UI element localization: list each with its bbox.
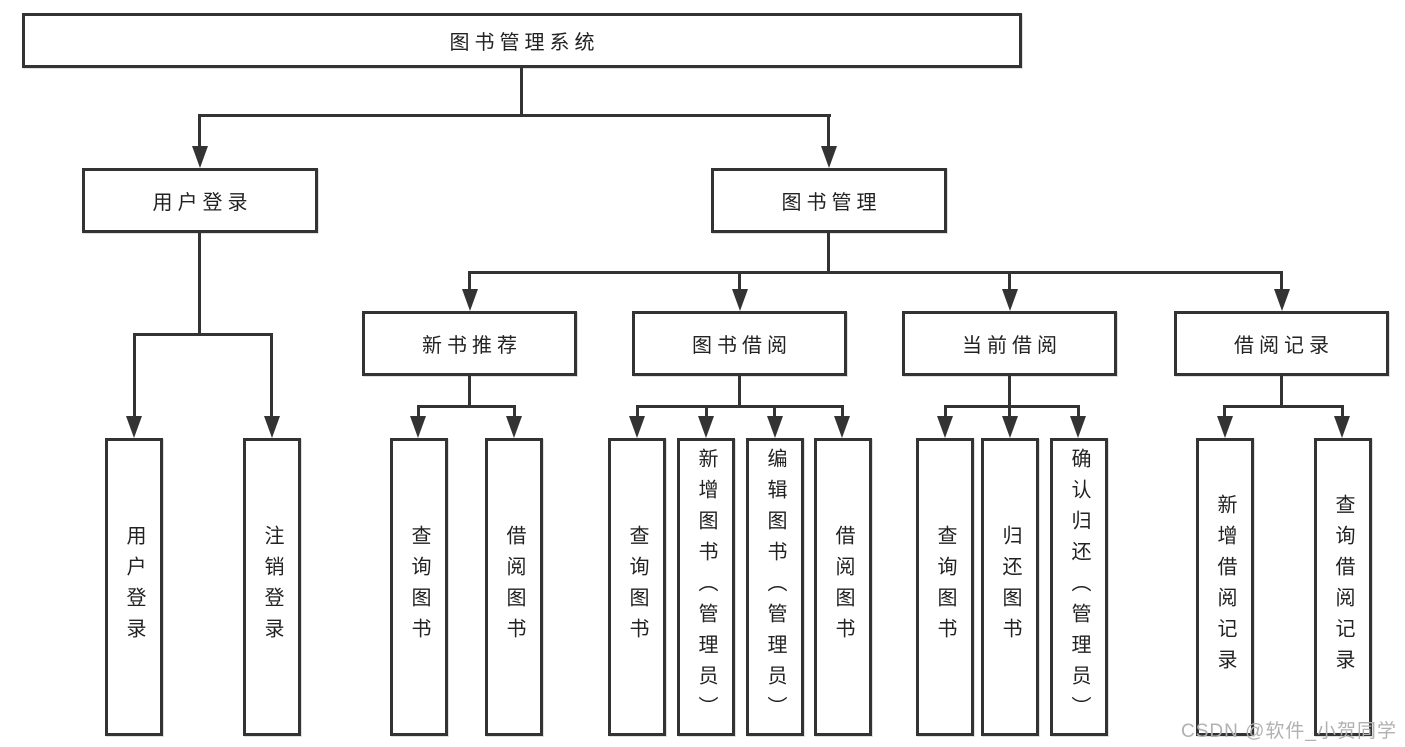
arrow-down-icon	[462, 289, 478, 311]
leaf-label: 查询借阅记录	[1332, 494, 1354, 680]
leaf-label: 查询图书	[626, 525, 648, 649]
leaf-user-login: 用户登录	[105, 438, 163, 736]
leaf-edit-books-admin: 编辑图书（管理员）	[746, 438, 804, 736]
connector-line	[417, 405, 516, 408]
connector-line	[133, 333, 136, 418]
connector-line	[1077, 405, 1080, 419]
node-user-login: 用户登录	[82, 168, 318, 233]
connector-line	[133, 333, 273, 336]
leaf-borrow-books: 借阅图书	[485, 438, 543, 736]
connector-line	[198, 114, 201, 148]
node-library-management-system: 图书管理系统	[22, 13, 1022, 68]
connector-line	[1280, 376, 1283, 407]
connector-line	[944, 405, 947, 419]
connector-line	[636, 405, 844, 408]
arrow-down-icon	[767, 416, 783, 438]
leaf-label: 注销登录	[261, 525, 283, 649]
connector-line	[1280, 271, 1283, 291]
node-new-book-recommend: 新书推荐	[362, 311, 577, 376]
arrow-down-icon	[1334, 416, 1350, 438]
connector-line	[827, 114, 830, 148]
node-label: 图书管理	[781, 192, 882, 214]
leaf-label: 用户登录	[123, 525, 145, 649]
leaf-query-books: 查询图书	[608, 438, 666, 736]
connector-line	[1223, 405, 1344, 408]
connector-line	[1223, 405, 1226, 419]
node-book-borrowing: 图书借阅	[632, 311, 847, 376]
connector-line	[705, 405, 708, 419]
arrow-down-icon	[937, 416, 953, 438]
connector-line	[773, 405, 776, 419]
leaf-add-books-admin: 新增图书（管理员）	[677, 438, 735, 736]
connector-line	[417, 405, 420, 419]
node-label: 图书借阅	[692, 335, 792, 357]
connector-line	[636, 405, 639, 419]
connector-line	[468, 271, 1283, 274]
arrow-down-icon	[192, 146, 208, 168]
leaf-query-books: 查询图书	[916, 438, 974, 736]
arrow-down-icon	[834, 416, 850, 438]
arrow-down-icon	[1002, 416, 1018, 438]
arrow-down-icon	[1070, 416, 1086, 438]
arrow-down-icon	[506, 416, 522, 438]
connector-line	[198, 233, 201, 335]
leaf-query-borrow-record: 查询借阅记录	[1314, 438, 1372, 736]
connector-line	[468, 271, 471, 291]
node-current-borrowing: 当前借阅	[902, 311, 1117, 376]
watermark-text: CSDN @软件_小贺同学	[1181, 721, 1397, 742]
leaf-borrow-books: 借阅图书	[814, 438, 872, 736]
leaf-return-books: 归还图书	[981, 438, 1039, 736]
connector-line	[468, 376, 471, 407]
leaf-query-books: 查询图书	[390, 438, 448, 736]
arrow-down-icon	[698, 416, 714, 438]
connector-line	[1341, 405, 1344, 419]
arrow-down-icon	[629, 416, 645, 438]
arrow-down-icon	[732, 289, 748, 311]
connector-line	[1008, 271, 1011, 291]
connector-line	[827, 233, 830, 274]
connector-line	[1008, 376, 1011, 407]
leaf-confirm-return-admin: 确认归还（管理员）	[1050, 438, 1108, 736]
arrow-down-icon	[264, 416, 280, 438]
connector-line	[944, 405, 1080, 408]
connector-line	[520, 68, 523, 116]
connector-line	[841, 405, 844, 419]
connector-line	[738, 271, 741, 291]
leaf-logout-login: 注销登录	[243, 438, 301, 736]
leaf-add-borrow-record: 新增借阅记录	[1196, 438, 1254, 736]
node-label: 当前借阅	[962, 335, 1062, 357]
node-label: 图书管理系统	[449, 32, 600, 54]
arrow-down-icon	[126, 416, 142, 438]
node-borrowing-records: 借阅记录	[1174, 311, 1389, 376]
arrow-down-icon	[1217, 416, 1233, 438]
connector-line	[270, 333, 273, 418]
arrow-down-icon	[410, 416, 426, 438]
node-label: 借阅记录	[1234, 335, 1334, 357]
connector-line	[513, 405, 516, 419]
leaf-label: 借阅图书	[503, 525, 525, 649]
arrow-down-icon	[1002, 289, 1018, 311]
node-label: 用户登录	[152, 192, 253, 214]
connector-line	[738, 376, 741, 407]
connector-line	[1008, 405, 1011, 419]
node-book-management: 图书管理	[711, 168, 947, 233]
leaf-label: 归还图书	[999, 525, 1021, 649]
leaf-label: 借阅图书	[832, 525, 854, 649]
leaf-label: 查询图书	[408, 525, 430, 649]
node-label: 新书推荐	[422, 335, 522, 357]
leaf-label: 新增借阅记录	[1214, 494, 1236, 680]
leaf-label: 确认归还（管理员）	[1068, 447, 1090, 727]
leaf-label: 编辑图书（管理员）	[764, 447, 786, 727]
connector-line	[198, 114, 831, 117]
leaf-label: 查询图书	[934, 525, 956, 649]
arrow-down-icon	[1274, 289, 1290, 311]
arrow-down-icon	[821, 146, 837, 168]
leaf-label: 新增图书（管理员）	[695, 447, 717, 727]
